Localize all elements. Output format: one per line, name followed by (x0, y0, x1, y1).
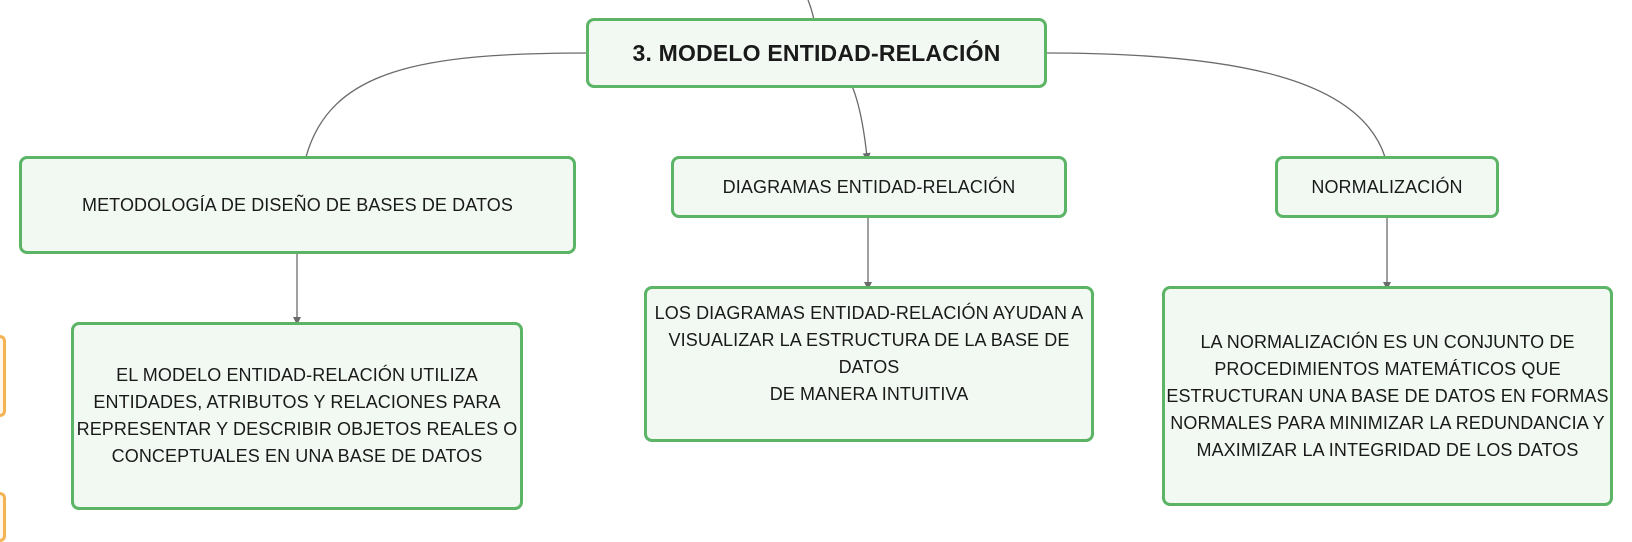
connector-root-to-branch-2 (851, 85, 871, 161)
branch-metodologia-label: METODOLOGÍA DE DISEÑO DE BASES DE DATOS (81, 194, 513, 215)
detail-diagramas-line: LOS DIAGRAMAS ENTIDAD-RELACIÓN AYUDAN A (654, 303, 1084, 323)
adjacent-node-edge-lower[interactable] (0, 492, 6, 542)
detail-metodologia-line: ENTIDADES, ATRIBUTOS Y RELACIONES PARA (93, 392, 501, 412)
root-topic[interactable]: 3. MODELO ENTIDAD-RELACIÓN (586, 18, 1047, 88)
detail-normalizacion-line: ESTRUCTURAN UNA BASE DE DATOS EN FORMAS (1166, 385, 1609, 406)
detail-metodologia-line: CONCEPTUALES EN UNA BASE DE DATOS (111, 446, 483, 466)
root-topic-label: 3. MODELO ENTIDAD-RELACIÓN (632, 39, 1001, 66)
detail-metodologia[interactable]: EL MODELO ENTIDAD-RELACIÓN UTILIZA ENTID… (71, 322, 523, 510)
branch-diagramas[interactable]: DIAGRAMAS ENTIDAD-RELACIÓN (671, 156, 1067, 218)
detail-diagramas-text: LOS DIAGRAMAS ENTIDAD-RELACIÓN AYUDAN A … (647, 300, 1091, 408)
detail-normalizacion-line: NORMALES PARA MINIMIZAR LA REDUNDANCIA Y (1170, 412, 1605, 433)
detail-normalizacion[interactable]: LA NORMALIZACIÓN ES UN CONJUNTO DE PROCE… (1162, 286, 1613, 506)
branch-metodologia[interactable]: METODOLOGÍA DE DISEÑO DE BASES DE DATOS (19, 156, 576, 254)
connector-root-to-branch-1 (305, 52, 588, 158)
detail-metodologia-line: REPRESENTAR Y DESCRIBIR OBJETOS REALES O (76, 419, 518, 439)
detail-diagramas-line: DE MANERA INTUITIVA (769, 384, 969, 404)
detail-normalizacion-line: MAXIMIZAR LA INTEGRIDAD DE LOS DATOS (1196, 439, 1579, 460)
detail-metodologia-text: EL MODELO ENTIDAD-RELACIÓN UTILIZA ENTID… (77, 362, 518, 470)
branch-normalizacion[interactable]: NORMALIZACIÓN (1275, 156, 1499, 218)
detail-metodologia-line: EL MODELO ENTIDAD-RELACIÓN UTILIZA (116, 365, 478, 385)
branch-normalizacion-label: NORMALIZACIÓN (1311, 176, 1463, 197)
connector-lines (293, 0, 1391, 325)
adjacent-node-edge-upper[interactable] (0, 335, 6, 417)
detail-diagramas-line: VISUALIZAR LA ESTRUCTURA DE LA BASE DE D… (668, 330, 1070, 377)
detail-normalizacion-line: PROCEDIMIENTOS MATEMÁTICOS QUE (1214, 358, 1561, 379)
detail-normalizacion-text: LA NORMALIZACIÓN ES UN CONJUNTO DE PROCE… (1166, 329, 1608, 464)
connector-root-to-branch-3 (1044, 52, 1386, 158)
connector-incoming-root (807, 0, 815, 21)
detail-normalizacion-line: LA NORMALIZACIÓN ES UN CONJUNTO DE (1200, 331, 1575, 352)
branch-diagramas-label: DIAGRAMAS ENTIDAD-RELACIÓN (722, 176, 1016, 197)
detail-diagramas[interactable]: LOS DIAGRAMAS ENTIDAD-RELACIÓN AYUDAN A … (644, 286, 1094, 442)
